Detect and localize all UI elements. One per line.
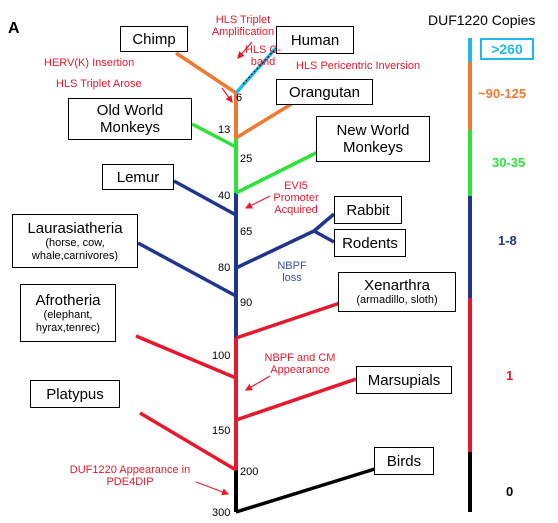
taxon-orangutan: Orangutan: [276, 79, 373, 105]
branch-chimp: [175, 51, 237, 95]
branch-afrotheria: [135, 334, 237, 380]
taxon-rodents: Rodents: [334, 229, 406, 257]
branch-new-world: [235, 150, 319, 195]
copies-label-260: >260: [480, 38, 534, 60]
taxon-chimp: Chimp: [120, 26, 188, 52]
branch-rabbit: [312, 212, 336, 233]
taxon-xenarthra-label: Xenarthra: [364, 277, 430, 294]
branch-glires: [235, 229, 315, 270]
tick-40: 40: [218, 190, 231, 202]
taxon-new-world-monkeys: New World Monkeys: [316, 116, 430, 162]
taxon-lemur: Lemur: [102, 164, 174, 190]
branch-marsupials: [235, 377, 357, 422]
event-hls-cband: HLS C-band: [244, 44, 282, 68]
taxon-birds: Birds: [374, 447, 434, 475]
panel-label: A: [8, 20, 20, 37]
tick-6: 6: [236, 92, 243, 104]
taxon-laurasiatheria-sub: (horse, cow, whale,carnivores): [31, 236, 119, 262]
event-nbpf-cm: NBPF and CM Appearance: [264, 352, 336, 376]
event-evi5-promoter: EVI5 Promoter Acquired: [273, 180, 319, 216]
taxon-marsupials: Marsupials: [356, 366, 452, 394]
branch-human: [234, 46, 278, 95]
tick-80: 80: [218, 262, 231, 274]
tick-90: 90: [240, 297, 253, 309]
branch-human-dots: [242, 41, 283, 85]
taxon-rodents-label: Rodents: [342, 234, 398, 252]
taxon-old-world-label: Old World Monkeys: [96, 102, 164, 136]
taxon-xenarthra-sub: (armadillo, sloth): [356, 294, 438, 306]
arrow-hls-arose: [221, 87, 233, 103]
tick-25: 25: [240, 153, 253, 165]
branch-rodents: [313, 229, 335, 244]
arrow-nbpf-cm: [244, 375, 271, 391]
branch-platypus: [139, 411, 237, 472]
taxon-chimp-label: Chimp: [132, 30, 176, 48]
tick-65: 65: [240, 226, 253, 238]
event-nbpf-loss: NBPF loss: [277, 260, 307, 284]
taxon-human: Human: [276, 26, 354, 54]
event-hls-pericentric: HLS Pericentric Inversion: [296, 60, 421, 72]
taxon-lemur-label: Lemur: [116, 168, 160, 186]
event-hls-triplet-arose: HLS Triplet Arose: [56, 78, 142, 90]
taxon-laurasiatheria: Laurasiatheria (horse, cow, whale,carniv…: [12, 214, 138, 268]
branch-lemur: [173, 179, 237, 217]
event-herv-insertion: HERV(K) Insertion: [44, 57, 135, 69]
tick-150: 150: [212, 425, 231, 437]
taxon-afrotheria-label: Afrotheria: [35, 291, 101, 309]
branch-xenarthra: [235, 301, 341, 340]
event-duf1220-appearance: DUF1220 Appearance in PDE4DIP: [69, 464, 191, 488]
taxon-old-world-monkeys: Old World Monkeys: [68, 98, 192, 140]
branch-birds: [235, 466, 379, 514]
taxon-birds-label: Birds: [386, 452, 422, 470]
taxon-human-label: Human: [290, 31, 340, 49]
taxon-afrotheria: Afrotheria (elephant, hyrax,tenrec): [20, 284, 116, 342]
tick-300: 300: [212, 507, 231, 519]
tick-200: 200: [240, 466, 259, 478]
arrow-evi5: [244, 195, 271, 209]
taxon-platypus: Platypus: [30, 380, 120, 408]
legend-title: DUF1220 Copies: [428, 12, 536, 28]
taxon-laurasiatheria-label: Laurasiatheria: [27, 219, 123, 237]
taxon-afrotheria-sub: (elephant, hyrax,tenrec): [35, 308, 101, 334]
taxon-orangutan-label: Orangutan: [289, 83, 360, 101]
taxon-new-world-label: New World Monkeys: [336, 122, 410, 156]
copies-label-0: 0: [506, 484, 514, 499]
copies-label-90-125: ~90-125: [478, 86, 527, 101]
branch-laurasiatheria: [137, 241, 237, 298]
taxon-rabbit: Rabbit: [334, 196, 402, 224]
tick-13: 13: [218, 124, 231, 136]
taxon-rabbit-label: Rabbit: [346, 201, 390, 219]
arrow-duf-appear: [195, 481, 230, 496]
event-hls-amplification: HLS Triplet Amplification: [211, 14, 275, 38]
tick-100: 100: [212, 350, 231, 362]
taxon-xenarthra: Xenarthra (armadillo, sloth): [338, 272, 456, 312]
copies-label-30-35: 30-35: [492, 155, 526, 170]
taxon-marsupials-label: Marsupials: [367, 371, 441, 389]
taxon-platypus-label: Platypus: [46, 385, 104, 403]
copies-label-1-8: 1-8: [498, 233, 517, 248]
copies-label-1: 1: [506, 368, 514, 383]
arrow-amplification: [237, 41, 253, 59]
branch-old-world: [191, 122, 237, 149]
branch-orangutan: [235, 101, 294, 140]
